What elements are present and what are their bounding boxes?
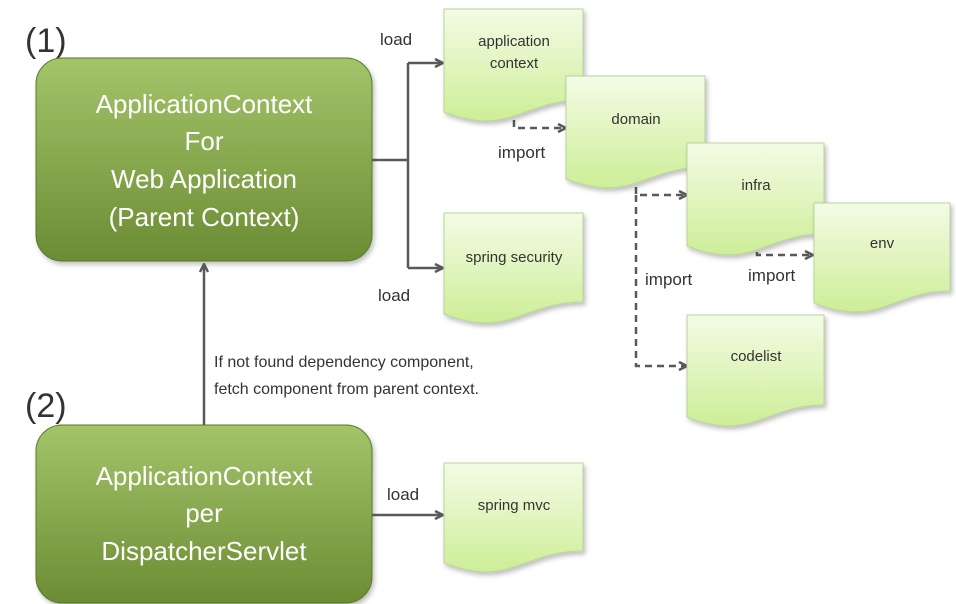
doc-codelist-label: codelist	[731, 348, 783, 365]
doc-spring-mvc: spring mvc	[443, 462, 584, 573]
edge-label-load-top: load	[380, 30, 412, 49]
doc-env: env	[813, 202, 951, 313]
parent-context-line-3: Web Application	[111, 164, 297, 194]
doc-env-label: env	[870, 235, 895, 252]
edge-label-import-codelist: import	[645, 270, 693, 289]
parent-lookup-note-line-1: If not found dependency component,	[214, 354, 474, 371]
doc-application-context-line-1: application	[478, 33, 550, 50]
import-arrow-codelist	[634, 195, 686, 366]
doc-spring-security-label: spring security	[466, 249, 563, 266]
load-branch-trunk	[372, 63, 410, 268]
parent-context-line-2: For	[185, 126, 224, 156]
doc-application-context: application context	[443, 8, 584, 122]
edge-label-load-bottom: load	[378, 286, 410, 305]
doc-infra-label: infra	[741, 177, 771, 194]
edge-label-import-domain: import	[498, 143, 546, 162]
parent-context-box: ApplicationContext For Web Application (…	[35, 57, 373, 262]
doc-domain-label: domain	[611, 111, 660, 128]
servlet-context-line-1: ApplicationContext	[96, 461, 314, 491]
parent-context-line-1: ApplicationContext	[96, 89, 314, 119]
edge-label-import-env: import	[748, 266, 796, 285]
doc-domain: domain	[565, 75, 706, 189]
step-1-label: (1)	[25, 22, 67, 60]
parent-context-line-4: (Parent Context)	[109, 202, 300, 232]
edge-label-load-mvc: load	[387, 485, 419, 504]
servlet-context-line-2: per	[185, 498, 223, 528]
step-2-label: (2)	[25, 387, 67, 425]
doc-codelist: codelist	[686, 314, 825, 427]
servlet-context-box: ApplicationContext per DispatcherServlet	[35, 424, 373, 604]
doc-infra: infra	[686, 142, 825, 256]
doc-spring-mvc-label: spring mvc	[478, 497, 551, 514]
doc-application-context-line-2: context	[490, 55, 539, 72]
servlet-context-line-3: DispatcherServlet	[101, 536, 307, 566]
doc-spring-security: spring security	[443, 212, 584, 324]
parent-lookup-note-line-2: fetch component from parent context.	[214, 381, 479, 398]
